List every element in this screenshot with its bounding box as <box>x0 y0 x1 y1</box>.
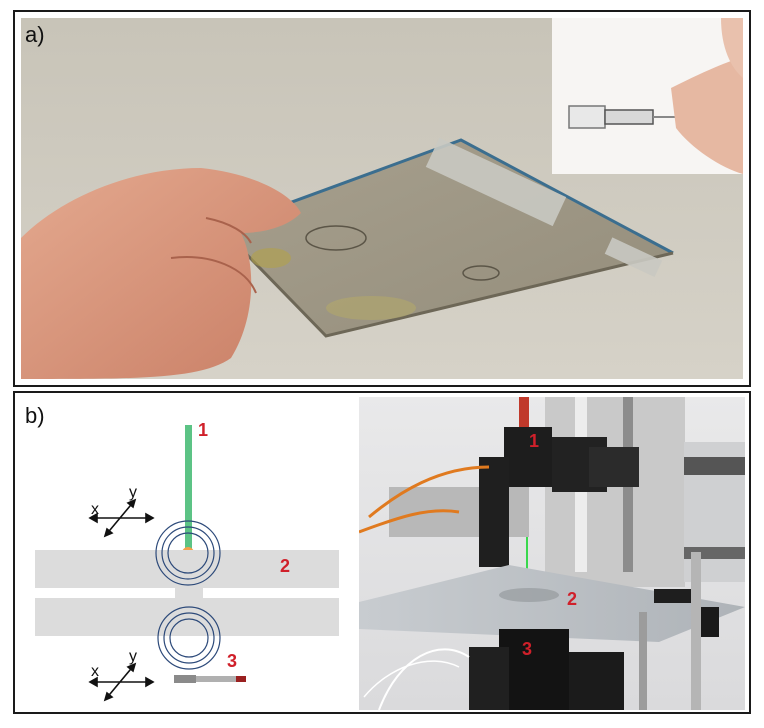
axes-bottom <box>88 662 155 702</box>
hand <box>21 168 301 379</box>
setup-photo: 1 2 3 <box>359 397 745 710</box>
laser-setup-illustration <box>359 397 745 710</box>
setup-schematic: x y x y <box>35 425 339 702</box>
laser-beam <box>185 425 192 550</box>
axis-x-bottom: x <box>91 663 99 680</box>
axis-y-bottom: y <box>129 648 137 665</box>
label-2-photo: 2 <box>567 589 578 609</box>
panel-a: a) <box>13 10 751 387</box>
label-1-photo: 1 <box>529 431 540 451</box>
upper-plate <box>35 550 339 588</box>
axis-x-top: x <box>91 501 99 518</box>
panel-b: b) <box>13 391 751 714</box>
wavefronts-top <box>155 520 221 586</box>
transducer-inset <box>552 18 743 174</box>
plate-in-hand-photo <box>21 18 743 379</box>
laser-head <box>504 427 552 487</box>
axes-top <box>88 498 155 538</box>
receiver-mount <box>499 629 569 710</box>
test-plate <box>359 565 745 642</box>
axis-y-top: y <box>129 484 137 501</box>
label-3-photo: 3 <box>522 639 533 659</box>
lower-plate <box>35 598 339 636</box>
panel-a-label: a) <box>25 22 45 47</box>
label-1-diagram: 1 <box>198 420 209 440</box>
panel-b-label: b) <box>25 403 45 428</box>
composite-plate <box>221 140 673 336</box>
label-3-diagram: 3 <box>227 651 238 671</box>
transducer-icon <box>174 675 246 683</box>
sensor-patch <box>425 137 567 227</box>
plate-in-hand-illustration <box>21 18 743 379</box>
wavefronts-bottom <box>157 606 221 670</box>
label-2-diagram: 2 <box>280 556 291 576</box>
laser-coil <box>519 397 529 427</box>
